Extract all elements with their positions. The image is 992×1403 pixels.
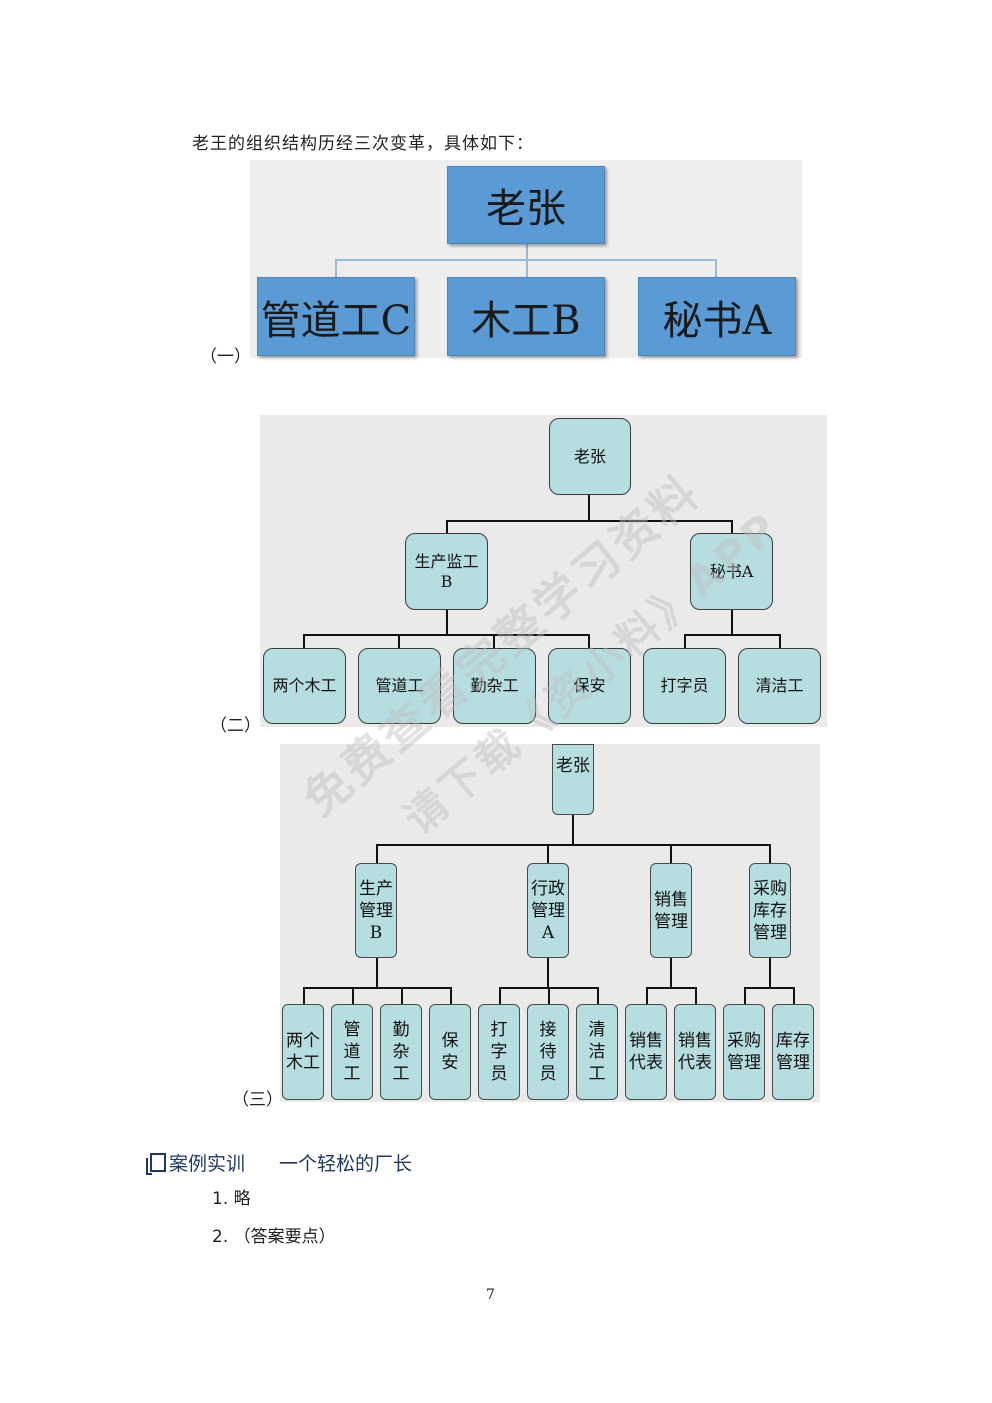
case-section-heading: 案例实训 一个轻松的厂长 — [146, 1149, 413, 1176]
connector — [303, 987, 305, 1004]
connector — [493, 634, 495, 648]
chart1-node-plumber: 管道工C — [257, 277, 415, 356]
chart1-node-secretary: 秘书A — [638, 277, 796, 356]
connector — [446, 610, 448, 635]
chart3-label: （三） — [232, 1090, 283, 1110]
connector — [450, 987, 452, 1004]
chart3-node: 清 洁 工 — [576, 1004, 618, 1100]
connector — [646, 987, 696, 989]
chart2-node: 管道工 — [358, 648, 441, 724]
connector — [352, 987, 354, 1004]
document-icon — [146, 1153, 166, 1175]
list-item: 2. （答案要点） — [212, 1227, 336, 1247]
connector — [731, 610, 733, 635]
connector — [670, 844, 672, 863]
connector — [715, 259, 717, 277]
page-number: 7 — [486, 1287, 495, 1303]
case-title: 一个轻松的厂长 — [279, 1153, 413, 1175]
connector — [597, 987, 599, 1004]
chart3-node: 采购 管理 — [723, 1004, 765, 1100]
chart1-node-carpenter: 木工B — [447, 277, 605, 356]
chart3-manager-purchasing: 采购 库存 管理 — [749, 863, 791, 958]
chart3-node: 打 字 员 — [478, 1004, 520, 1100]
chart2-node: 保安 — [548, 648, 631, 724]
chart3-node: 销售 代表 — [625, 1004, 667, 1100]
chart1-root-node: 老张 — [447, 166, 605, 244]
connector — [547, 958, 549, 988]
connector — [526, 242, 528, 259]
chart2-manager-secretary: 秘书A — [690, 533, 773, 610]
connector — [769, 958, 771, 988]
connector — [744, 987, 794, 989]
connector — [670, 958, 672, 988]
chart3-manager-production: 生产 管理 B — [355, 863, 397, 958]
connector — [646, 987, 648, 1004]
connector — [793, 987, 795, 1004]
chart1-label: （一） — [200, 347, 251, 367]
connector — [401, 987, 403, 1004]
connector — [548, 987, 550, 1004]
connector — [303, 634, 590, 636]
intro-paragraph: 老王的组织结构历经三次变革，具体如下： — [192, 134, 534, 154]
case-heading-label: 案例实训 — [169, 1153, 246, 1175]
org-chart-3: 老张 生产 管理 B 行政 管理 A 销售 管理 采购 库存 管理 两个 木工 … — [280, 744, 820, 1102]
chart3-manager-sales: 销售 管理 — [650, 863, 692, 958]
connector — [572, 815, 574, 845]
connector — [588, 634, 590, 648]
chart2-manager-production: 生产监工 B — [405, 533, 488, 610]
chart2-root-node: 老张 — [549, 418, 631, 495]
connector — [547, 844, 549, 863]
chart3-manager-admin: 行政 管理 A — [527, 863, 569, 958]
org-chart-1: 老张 管道工C 木工B 秘书A — [250, 160, 802, 358]
connector — [335, 259, 716, 261]
connector — [779, 634, 781, 648]
chart3-node: 保 安 — [429, 1004, 471, 1100]
connector — [303, 987, 451, 989]
connector — [731, 520, 733, 533]
chart2-node: 勤杂工 — [453, 648, 536, 724]
chart3-node: 管 道 工 — [331, 1004, 373, 1100]
chart3-root-node: 老张 — [552, 744, 594, 815]
connector — [684, 634, 780, 636]
connector — [526, 259, 528, 277]
chart2-node: 清洁工 — [738, 648, 821, 724]
connector — [446, 520, 732, 522]
connector — [684, 634, 686, 648]
org-chart-2: 老张 生产监工 B 秘书A 两个木工 管道工 勤杂工 保安 打字员 清洁工 — [260, 415, 827, 727]
chart3-node: 销售 代表 — [674, 1004, 716, 1100]
connector — [398, 634, 400, 648]
list-item: 1. 略 — [212, 1189, 251, 1209]
connector — [303, 634, 305, 648]
chart3-node: 接 待 员 — [527, 1004, 569, 1100]
connector — [376, 958, 378, 988]
connector — [376, 844, 378, 863]
chart3-node: 库存 管理 — [772, 1004, 814, 1100]
connector — [499, 987, 501, 1004]
connector — [446, 520, 448, 533]
connector — [335, 259, 337, 277]
chart2-node: 两个木工 — [263, 648, 346, 724]
chart2-label: （二） — [210, 716, 261, 736]
connector — [588, 495, 590, 521]
connector — [769, 844, 771, 863]
connector — [695, 987, 697, 1004]
chart3-node: 勤 杂 工 — [380, 1004, 422, 1100]
connector — [744, 987, 746, 1004]
connector — [376, 844, 770, 846]
chart2-node: 打字员 — [643, 648, 726, 724]
chart3-node: 两个 木工 — [282, 1004, 324, 1100]
